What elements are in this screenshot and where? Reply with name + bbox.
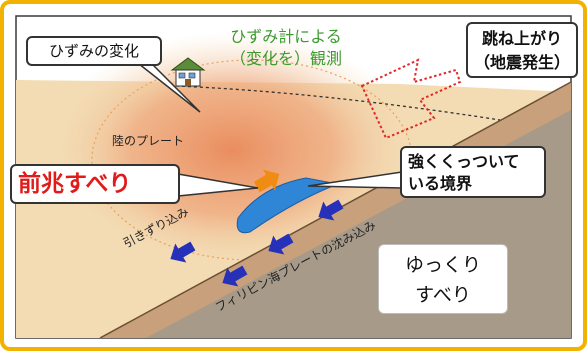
coupled-zone bbox=[236, 177, 340, 234]
subduction-arrow-icon bbox=[222, 265, 248, 287]
strain-meter-line1: ひずみ計による bbox=[230, 27, 342, 46]
coupled-boundary-callout: 強くくっついて いる境界 bbox=[400, 146, 546, 198]
slow-slip-callout: ゆっくり すべり bbox=[378, 244, 508, 314]
rebound-arrow-icon bbox=[360, 58, 462, 140]
rebound-line1: 跳ね上がり bbox=[481, 29, 562, 48]
house-icon bbox=[170, 57, 206, 87]
precursor-slip-label: 前兆すべり bbox=[18, 171, 132, 197]
rebound-callout: 跳ね上がり （地震発生） bbox=[466, 22, 578, 78]
strain-meter-line2: （変化を）観測 bbox=[229, 49, 342, 68]
slow-slip-line1: ゆっくり bbox=[404, 254, 481, 276]
slow-slip-line2: すべり bbox=[415, 284, 471, 306]
strain-meter-label: ひずみ計による （変化を）観測 bbox=[206, 26, 366, 70]
subduction-arrow-icon bbox=[268, 233, 294, 255]
coupled-line1: 強くくっついて bbox=[408, 152, 520, 171]
precursor-arrow-icon bbox=[253, 169, 280, 193]
strain-change-label: ひずみの変化 bbox=[48, 42, 139, 60]
subduction-arrow-icon bbox=[170, 241, 196, 263]
rebound-line2: （地震発生） bbox=[473, 53, 570, 72]
coupled-line2: いる境界 bbox=[408, 174, 473, 193]
subduction-arrow-icon bbox=[318, 199, 344, 221]
strain-change-callout: ひずみの変化 bbox=[26, 36, 162, 66]
precursor-slip-callout: 前兆すべり bbox=[10, 164, 180, 204]
surface-deformation-line bbox=[175, 85, 501, 121]
land-plate-label: 陸のプレート bbox=[112, 134, 185, 148]
